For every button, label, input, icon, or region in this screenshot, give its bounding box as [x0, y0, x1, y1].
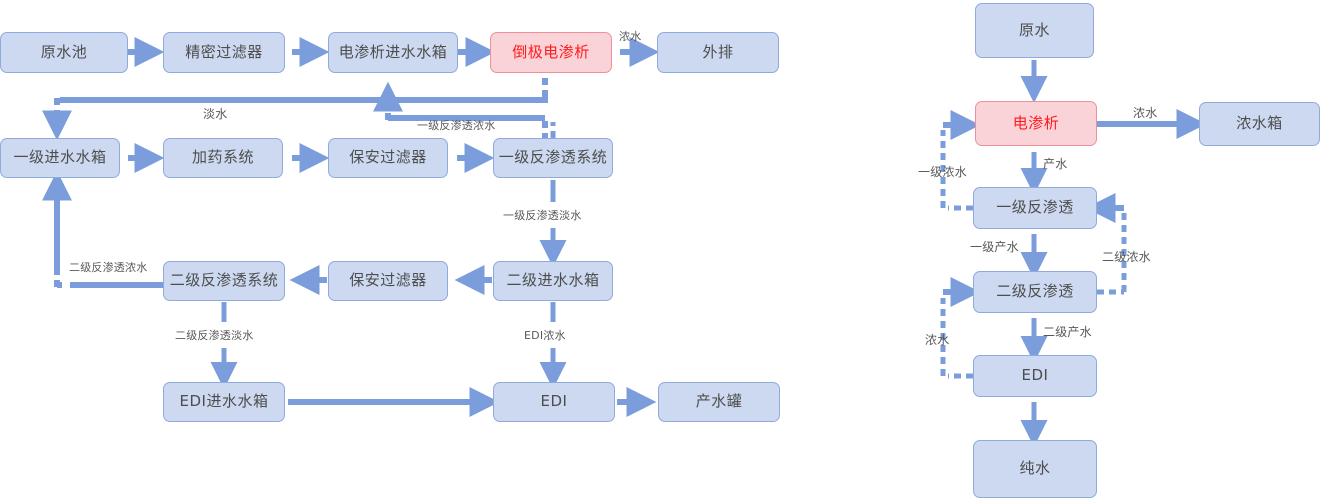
wire-ro2-brine — [42, 170, 163, 288]
node-r-ro1[interactable]: 一级反渗透 — [973, 187, 1097, 229]
wire-fresh-water — [42, 78, 548, 141]
node-cartridge-filter-1[interactable]: 保安过滤器 — [328, 138, 448, 178]
node-edr[interactable]: 倒极电渗析 — [490, 32, 612, 73]
label-ro2-permeate: 二级反渗透淡水 — [175, 329, 254, 342]
wire-r-ro2-brine — [1085, 193, 1127, 295]
label-r-ro1-permeate: 一级产水 — [970, 240, 1019, 254]
node-r-raw-water[interactable]: 原水 — [975, 3, 1094, 58]
label-r-edi-brine: 浓水 — [925, 333, 950, 347]
label-r-ro1-brine: 一级浓水 — [918, 165, 967, 179]
label-r-ro2-permeate: 二级产水 — [1043, 325, 1092, 339]
label-r-product-water: 产水 — [1043, 157, 1068, 171]
node-cartridge-filter-2[interactable]: 保安过滤器 — [328, 261, 448, 301]
node-ed-feed-tank[interactable]: 电渗析进水水箱 — [328, 32, 458, 73]
label-r-ro2-brine: 二级浓水 — [1102, 250, 1151, 264]
node-dosing-system[interactable]: 加药系统 — [163, 138, 283, 178]
node-ro1-system[interactable]: 一级反渗透系统 — [493, 138, 613, 178]
node-r-edi[interactable]: EDI — [973, 355, 1097, 397]
label-ro2-brine: 二级反渗透浓水 — [69, 261, 148, 274]
node-r-pure-water[interactable]: 纯水 — [973, 440, 1097, 498]
node-r-electrodialysis[interactable]: 电渗析 — [975, 101, 1097, 146]
wire-r-edi-brine — [940, 277, 981, 379]
node-ro2-system[interactable]: 二级反渗透系统 — [163, 261, 285, 301]
node-edi[interactable]: EDI — [493, 382, 615, 422]
wire-r-ro1-brine — [940, 110, 981, 211]
label-ro1-permeate: 一级反渗透淡水 — [503, 209, 582, 222]
label-edi-brine: EDI浓水 — [524, 329, 566, 342]
wire-ro1-brine — [373, 81, 548, 140]
node-raw-water-pool[interactable]: 原水池 — [0, 32, 128, 73]
label-brine-discharge: 浓水 — [619, 30, 642, 43]
label-ro1-brine: 一级反渗透浓水 — [417, 119, 496, 132]
node-fine-filter[interactable]: 精密过滤器 — [163, 32, 285, 73]
node-ro2-feed-tank[interactable]: 二级进水水箱 — [493, 261, 613, 301]
node-discharge[interactable]: 外排 — [657, 32, 779, 73]
label-r-brine: 浓水 — [1133, 106, 1158, 120]
node-product-water-tank[interactable]: 产水罐 — [658, 382, 780, 422]
node-ro1-feed-tank[interactable]: 一级进水水箱 — [0, 138, 120, 178]
label-fresh-water: 淡水 — [203, 107, 228, 121]
node-r-brine-tank[interactable]: 浓水箱 — [1199, 102, 1320, 146]
node-edi-feed-tank[interactable]: EDI进水水箱 — [163, 382, 285, 422]
node-r-ro2[interactable]: 二级反渗透 — [973, 271, 1097, 313]
